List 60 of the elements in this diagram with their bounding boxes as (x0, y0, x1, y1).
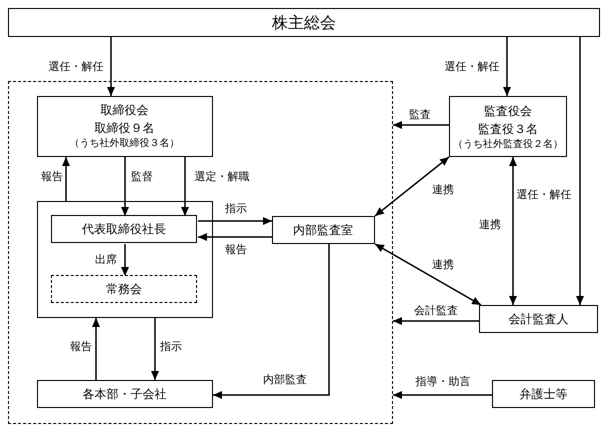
box-label: 弁護士等 (520, 386, 568, 403)
edge-label: 選任・解任 (46, 60, 106, 74)
edge-label: 指示 (158, 340, 184, 354)
arrow (181, 157, 189, 216)
arrow (92, 318, 100, 380)
group-frame (36, 200, 212, 318)
dashed-group-frame (8, 81, 393, 424)
arrow (509, 157, 517, 305)
box-title: 監査役会 (484, 102, 532, 120)
box-title: 取締役会 (100, 102, 148, 119)
edge-label: 連携 (477, 218, 503, 232)
edge-label: 会計監査 (412, 304, 460, 318)
process-box (36, 380, 212, 408)
process-box (51, 215, 197, 243)
process-box (36, 96, 212, 156)
edge-label: 指示 (223, 202, 249, 216)
box-note: （うち社外監査役２名） (453, 138, 563, 152)
edge-label: 連携 (430, 183, 456, 197)
arrow (198, 217, 272, 225)
box-label: 常務会 (106, 281, 142, 298)
process-box (272, 216, 374, 244)
arrow (121, 244, 129, 276)
arrow (393, 391, 492, 399)
arrow (393, 317, 479, 325)
arrow (213, 244, 330, 399)
arrow (62, 157, 70, 201)
edge-label: 選定・解職 (192, 170, 252, 184)
arrow (576, 37, 584, 305)
box-text: 取締役９名 (94, 120, 154, 137)
edge-label: 報告 (39, 170, 65, 184)
process-box (492, 380, 595, 408)
edge-label: 監督 (129, 170, 155, 184)
arrow (151, 318, 159, 380)
box-text: 監査役３名 (478, 120, 538, 138)
edge-label: 監査 (407, 108, 433, 122)
edge-label: 内部監査 (261, 373, 309, 387)
edge-label: 連携 (430, 258, 456, 272)
arrow (393, 121, 449, 129)
box-label: 株主総会 (272, 14, 336, 32)
edge-label: 報告 (223, 243, 249, 257)
box-label: 内部監査室 (293, 222, 353, 238)
edge-label: 選任・解任 (514, 188, 574, 202)
process-box (449, 96, 567, 157)
edge-label: 指導・助言 (414, 375, 472, 389)
arrow (503, 37, 511, 96)
box-note: （うち社外取締役３名） (70, 137, 180, 151)
process-box (479, 305, 598, 333)
arrow (107, 37, 115, 96)
box-label: 会計監査人 (508, 311, 568, 328)
edge-label: 出席 (93, 253, 119, 267)
box-label: 代表取締役社長 (82, 221, 166, 238)
edge-label: 選任・解任 (442, 60, 502, 74)
arrow (374, 243, 482, 306)
arrow (374, 156, 450, 217)
arrow (121, 157, 129, 216)
dashed-box (51, 275, 197, 303)
process-box (8, 8, 600, 37)
arrow (198, 233, 272, 241)
box-label: 各本部・子会社 (82, 386, 166, 402)
edge-label: 報告 (68, 340, 94, 354)
